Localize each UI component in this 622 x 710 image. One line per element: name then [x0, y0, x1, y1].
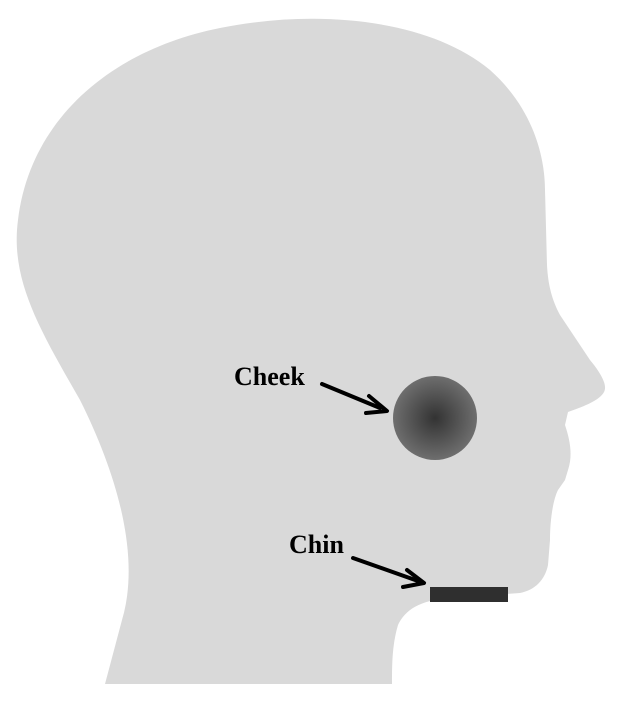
chin-label: Chin [289, 530, 344, 559]
head-silhouette [16, 18, 606, 685]
chin-arrow [351, 556, 426, 589]
cheek-label: Cheek [234, 362, 305, 391]
cheek-sensor [393, 376, 477, 460]
chin-sensor [430, 587, 508, 602]
cheek-arrow [320, 382, 389, 415]
